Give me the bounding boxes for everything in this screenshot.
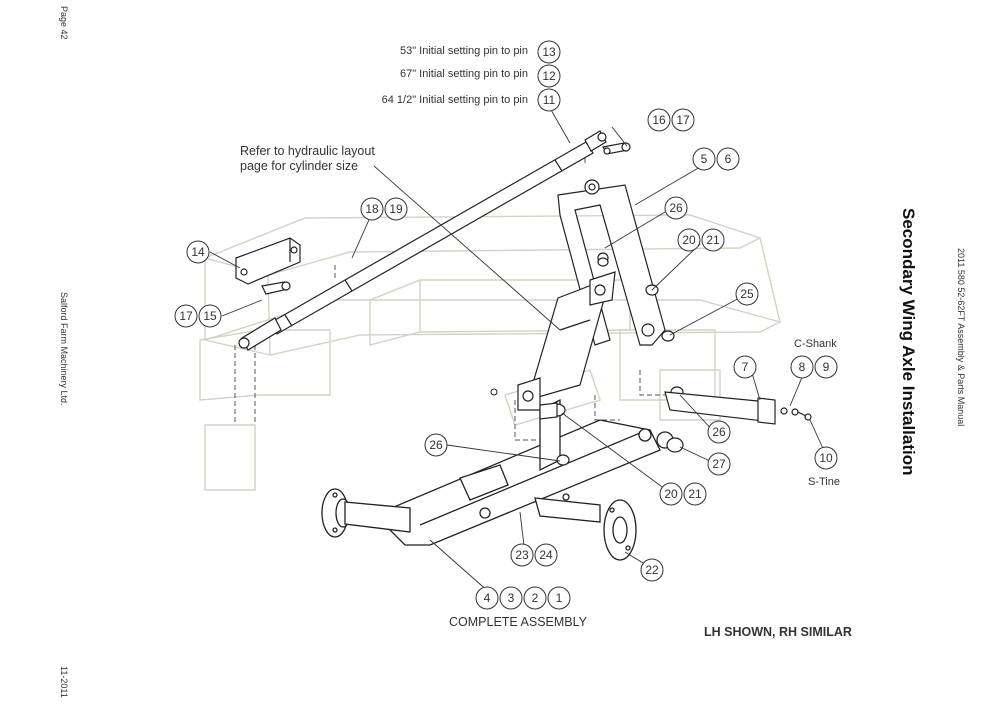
spindle-right [534, 493, 637, 561]
callout-21a: 21 [701, 228, 725, 252]
callout-24: 24 [534, 543, 558, 567]
callout-11: 11 [537, 88, 561, 112]
callout-12-text: 12 [542, 69, 556, 83]
callout-17-text: 17 [179, 309, 193, 323]
callout-9-text: 9 [823, 360, 830, 374]
callout-26-text: 26 [429, 438, 443, 452]
callout-8-text: 8 [799, 360, 806, 374]
callout-4-text: 4 [484, 591, 491, 605]
c-shank-label: C-Shank [794, 338, 837, 350]
callout-10-text: 10 [819, 451, 833, 465]
s-tine-label: S-Tine [808, 476, 840, 488]
callout-5: 5 [692, 147, 716, 171]
callout-3: 3 [499, 586, 523, 610]
callout-13-text: 13 [542, 45, 556, 59]
callout-26b: 26 [424, 433, 448, 457]
callout-17a: 17 [671, 108, 695, 132]
callout-20-text: 20 [664, 487, 678, 501]
callout-11-text: 11 [543, 93, 556, 107]
hydraulic-note-line1: Refer to hydraulic layout [240, 144, 375, 158]
callout-21-text: 21 [688, 487, 702, 501]
callout-25: 25 [735, 282, 759, 306]
callout-9: 9 [814, 355, 838, 379]
callout-2-text: 2 [532, 591, 539, 605]
pin-setting-53-note: 53" Initial setting pin to pin [399, 45, 528, 57]
callout-26c: 26 [707, 420, 731, 444]
callout-24-text: 24 [539, 548, 553, 562]
lh-shown-note: LH SHOWN, RH SIMILAR [704, 625, 852, 639]
callout-16: 16 [647, 108, 671, 132]
callout-19: 19 [384, 197, 408, 221]
callout-17-text: 17 [676, 113, 690, 127]
callout-20-text: 20 [682, 233, 696, 247]
hidden-lines [234, 150, 665, 441]
callout-6: 6 [716, 147, 740, 171]
callout-20a: 20 [677, 228, 701, 252]
callout-15: 15 [198, 304, 222, 328]
callout-23: 23 [510, 543, 534, 567]
callout-25-text: 25 [740, 287, 754, 301]
callout-26a: 26 [664, 196, 688, 220]
callout-1: 1 [547, 586, 571, 610]
callout-bubbles: 13 12 11 16 17 5 6 26 20 21 18 19 14 17 … [174, 40, 838, 610]
callout-26-text: 26 [669, 201, 683, 215]
complete-assembly-label: COMPLETE ASSEMBLY [449, 615, 588, 629]
callout-1-text: 1 [556, 591, 563, 605]
short-cylinder [517, 271, 616, 411]
callout-15-text: 15 [203, 309, 217, 323]
callout-17b: 17 [174, 304, 198, 328]
callout-20b: 20 [659, 482, 683, 506]
callout-5-text: 5 [701, 152, 708, 166]
hydraulic-note-line2: page for cylinder size [240, 159, 359, 173]
callout-18-text: 18 [365, 202, 379, 216]
callout-13: 13 [537, 40, 561, 64]
left-bracket [235, 237, 301, 285]
callout-2: 2 [523, 586, 547, 610]
callout-8: 8 [790, 355, 814, 379]
callout-10: 10 [814, 446, 838, 470]
spindle-left [321, 488, 411, 538]
pin-setting-67-note: 67" Initial setting pin to pin [399, 68, 528, 80]
frame-ghost [199, 214, 782, 491]
callout-16-text: 16 [652, 113, 666, 127]
leader-lines [209, 107, 827, 601]
bushings [539, 257, 684, 466]
callout-27-text: 27 [712, 457, 726, 471]
callout-22: 22 [640, 558, 664, 582]
callout-3-text: 3 [508, 591, 515, 605]
callout-6-text: 6 [725, 152, 732, 166]
pin-setting-64-note: 64 1/2" Initial setting pin to pin [381, 94, 528, 106]
shank-bracket [664, 391, 812, 425]
callout-21b: 21 [683, 482, 707, 506]
callout-4: 4 [475, 586, 499, 610]
pins [261, 142, 631, 295]
callout-27: 27 [707, 452, 731, 476]
callout-14-text: 14 [191, 245, 205, 259]
callout-18: 18 [360, 197, 384, 221]
callout-19-text: 19 [389, 202, 403, 216]
callout-14: 14 [186, 240, 210, 264]
callout-21-text: 21 [706, 233, 720, 247]
callout-7: 7 [733, 355, 757, 379]
callout-22-text: 22 [645, 563, 659, 577]
callout-7-text: 7 [742, 360, 749, 374]
long-cylinder [238, 130, 607, 351]
callout-12: 12 [537, 64, 561, 88]
callout-26-text: 26 [712, 425, 726, 439]
callout-23-text: 23 [515, 548, 529, 562]
